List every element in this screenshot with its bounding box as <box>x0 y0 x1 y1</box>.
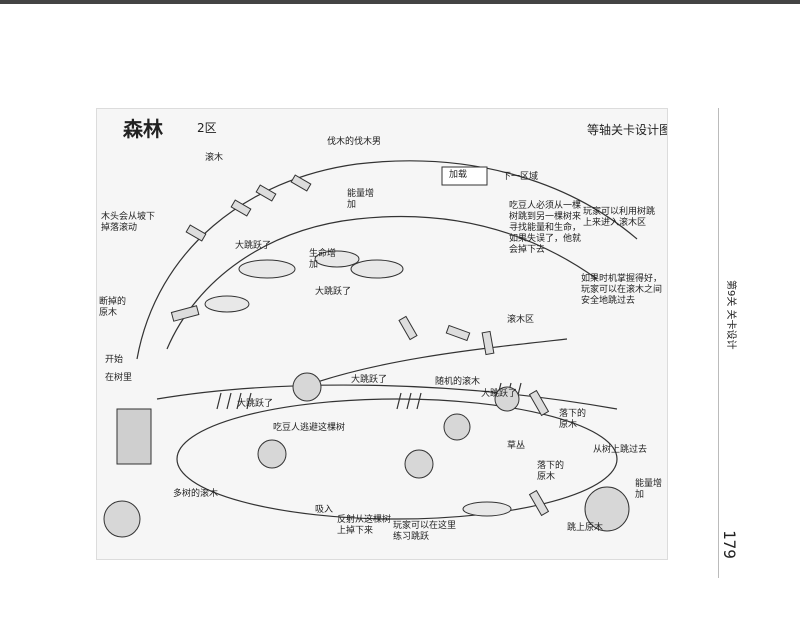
log-8 <box>528 389 550 417</box>
note-jump-from-tree: 从树上跳过去 <box>593 445 648 455</box>
note-fall-timing: 如果时机掌握得好，玩家可以在滚木之间安全地跳过去 <box>581 274 663 306</box>
zone-label: 2区 <box>197 121 217 135</box>
level-title: 森林 <box>123 117 163 141</box>
page-number: 179 <box>720 530 739 559</box>
note-lumberjack: 伐木的伐木男 <box>327 137 382 147</box>
ground-line <box>156 384 618 410</box>
note-log-zone: 滚木区 <box>507 315 535 325</box>
log-6 <box>445 324 471 342</box>
note-more-logs: 多树的滚木 <box>173 489 219 499</box>
log-7 <box>481 330 495 356</box>
note-big-jump-4: 大跳跃了 <box>237 399 274 409</box>
platform-3 <box>350 259 404 279</box>
note-practice: 玩家可以在这里练习跳跃 <box>393 521 457 542</box>
note-big-jump-2: 大跳跃了 <box>315 287 352 297</box>
platform-1 <box>238 259 296 279</box>
hill-outline <box>136 160 638 360</box>
log-5 <box>398 315 418 341</box>
tree-3 <box>404 449 434 479</box>
chapter-side-label: 第9关 关卡设计 <box>725 280 736 350</box>
note-life-up: 生命增加 <box>309 249 337 270</box>
level-sketch: 森林 2区 等轴关卡设计图 伐木的伐木男 滚木 加载 下一区域 能量增加 木头会… <box>96 108 668 560</box>
page-margin-rule <box>718 108 719 578</box>
log-2 <box>255 184 277 202</box>
note-player-climb: 玩家可以利用树跳上来进入滚木区 <box>583 207 656 228</box>
note-jump-log: 跳上原木 <box>567 523 604 533</box>
note-bean-man-top: 吃豆人必须从一棵树跳到另一棵树来寻找能量和生命，如果失误了，他就会掉下去 <box>509 201 582 255</box>
platform-5 <box>462 501 512 517</box>
tree-7 <box>103 500 141 538</box>
note-counter-tree: 反射从这棵树上掉下来 <box>337 515 392 536</box>
tree-4 <box>443 413 471 441</box>
sheet-title: 等轴关卡设计图 <box>587 123 668 137</box>
log-10 <box>170 305 200 322</box>
note-fallen-log-2: 落下的原木 <box>537 461 565 482</box>
log-4 <box>185 224 207 242</box>
note-big-jump-5: 大跳跃了 <box>481 389 518 399</box>
log-1 <box>230 199 252 217</box>
note-next-zone: 下一区域 <box>502 172 539 182</box>
hill-inner <box>166 215 598 350</box>
note-hit-logs: 木头会从坡下掉落滚动 <box>101 212 156 233</box>
note-broken-logs: 断掉的原木 <box>99 297 127 318</box>
platform-2 <box>314 250 360 268</box>
note-suck-in: 吸入 <box>315 505 334 515</box>
note-bean-man-escape: 吃豆人逃避这棵树 <box>273 423 346 433</box>
note-grass: 草丛 <box>507 441 526 451</box>
note-fallen-log-1: 落下的原木 <box>559 409 587 430</box>
note-random-logs: 随机的滚木 <box>435 377 481 387</box>
note-on-tree: 在树里 <box>105 373 133 383</box>
platform-4 <box>204 295 250 313</box>
tree-6 <box>584 486 630 532</box>
log-9 <box>528 489 550 517</box>
start-stump <box>116 408 152 465</box>
note-start: 开始 <box>105 355 124 365</box>
tree-5 <box>494 386 520 412</box>
note-big-jump-3: 大跳跃了 <box>351 375 388 385</box>
note-big-jump-1: 大跳跃了 <box>235 241 272 251</box>
tree-1 <box>292 372 322 402</box>
log-3 <box>290 174 312 192</box>
clearing <box>176 398 618 520</box>
top-border <box>0 0 800 4</box>
note-rolling-logs: 滚木 <box>205 153 224 163</box>
note-energy-top: 能量增加 <box>347 189 375 210</box>
tree-2 <box>257 439 287 469</box>
note-energy-bottom: 能量增加 <box>635 479 663 500</box>
load-box <box>441 166 488 186</box>
note-load: 加载 <box>449 170 468 180</box>
log-lane <box>296 338 568 390</box>
sketch-drawing <box>103 160 638 538</box>
